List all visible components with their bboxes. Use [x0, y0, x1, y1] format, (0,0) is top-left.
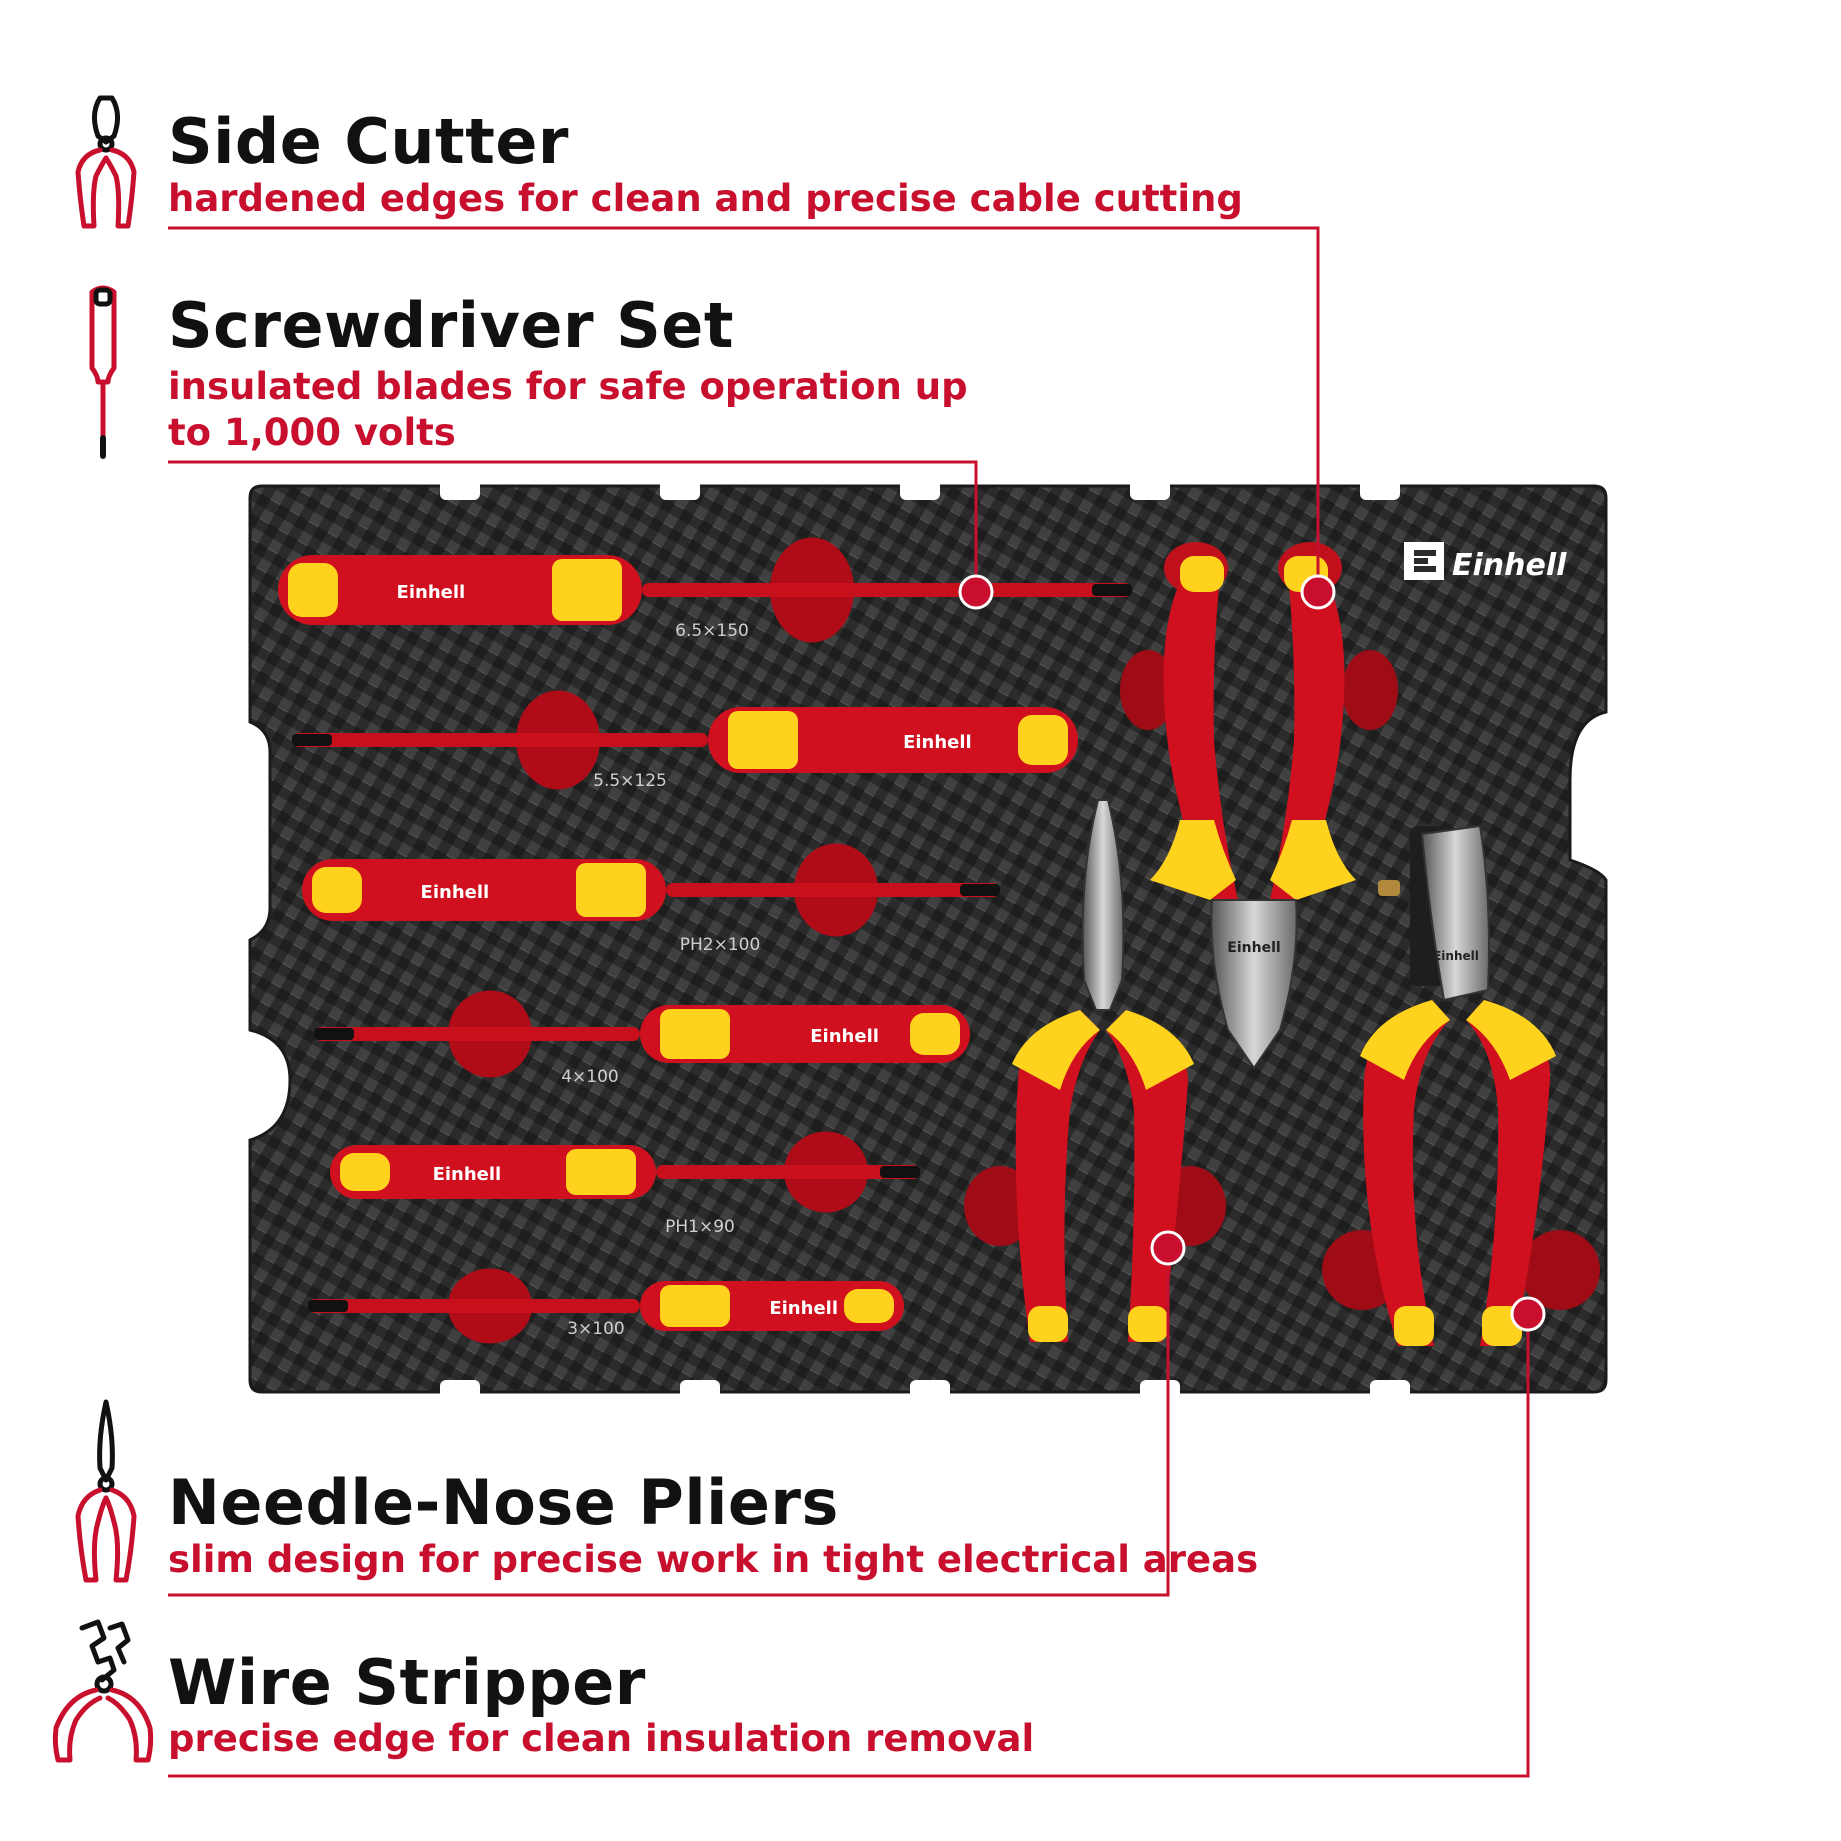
screwdriver-blade: [314, 1027, 640, 1041]
wire-stripper-desc: precise edge for clean insulation remova…: [168, 1717, 1035, 1760]
wire-stripper-callout-dot: [1510, 1296, 1546, 1332]
screwdriver-brand: Einhell: [769, 1298, 838, 1319]
screwdriver-size-label: 6.5×150: [675, 621, 749, 641]
side-cutter-desc: hardened edges for clean and precise cab…: [168, 177, 1243, 220]
screwdriver-handle: [708, 707, 1078, 773]
screwdriver-blade: [308, 1299, 640, 1313]
screwdriver-set-title: Screwdriver Set: [168, 289, 734, 362]
needle-nose-pliers-title: Needle-Nose Pliers: [168, 1466, 839, 1539]
screwdriver-handle: [278, 555, 642, 625]
needle-nose-pliers-icon: [75, 1399, 137, 1583]
screwdriver-icon: [89, 285, 117, 459]
foam-tray: [248, 478, 1608, 1402]
screwdriver-group: Einhell6.5×150Einhell5.5×125EinhellPH2×1…: [278, 537, 1132, 1344]
screwdriver-brand: Einhell: [810, 1026, 879, 1047]
screwdriver-callout-dot: [958, 574, 994, 610]
screwdriver-handle: [640, 1281, 904, 1331]
screwdriver-handle: [640, 1005, 970, 1063]
screwdriver-blade: [642, 583, 1132, 597]
screwdriver-blade: [666, 883, 1000, 897]
screwdriver-handle: [302, 859, 666, 921]
screwdriver-brand: Einhell: [397, 582, 466, 603]
screwdriver-brand: Einhell: [421, 882, 490, 903]
side-cutter-icon: [75, 95, 137, 229]
wire-stripper-icon: [52, 1619, 154, 1763]
screwdriver-size-label: 4×100: [561, 1067, 619, 1087]
screwdriver-blade: [292, 733, 708, 747]
screwdriver-size-label: 3×100: [567, 1319, 625, 1339]
screwdriver-6: Einhell 3×100: [308, 1268, 904, 1344]
needle-nose-callout-dot: [1150, 1230, 1186, 1266]
wire-stripper-title: Wire Stripper: [168, 1646, 646, 1719]
needle-nose-pliers-desc: slim design for precise work in tight el…: [168, 1538, 1259, 1581]
screwdriver-brand: Einhell: [903, 732, 972, 753]
screwdriver-size-label: PH2×100: [680, 935, 761, 955]
side-cutter-title: Side Cutter: [168, 105, 569, 178]
side-cutter-brand: Einhell: [1227, 940, 1280, 956]
screwdriver-4: Einhell 4×100: [314, 990, 970, 1087]
screwdriver-set-desc-line-2: to 1,000 volts: [168, 411, 456, 454]
needle-nose-pliers-tool: [964, 799, 1226, 1342]
side-cutter-tool: Einhell: [1120, 542, 1398, 1070]
screwdriver-size-label: 5.5×125: [593, 771, 667, 791]
wire-stripper-tool: Einhell: [1322, 824, 1600, 1346]
einhell-logo: Einhell: [1404, 542, 1567, 583]
screwdriver-brand: Einhell: [433, 1164, 502, 1185]
screwdriver-callout-line: [168, 460, 978, 590]
wire-stripper-brand: Einhell: [1433, 949, 1479, 963]
side-cutter-callout-dot: [1300, 574, 1336, 610]
screwdriver-2: Einhell 5.5×125: [292, 690, 1078, 791]
einhell-logo-text: Einhell: [1452, 548, 1567, 583]
screwdriver-1: Einhell 6.5×150: [278, 537, 1132, 643]
screwdriver-blade: [656, 1165, 920, 1179]
screwdriver-set-desc-line-1: insulated blades for safe operation up: [168, 365, 968, 408]
screwdriver-handle: [330, 1145, 656, 1199]
screwdriver-size-label: PH1×90: [665, 1217, 735, 1237]
